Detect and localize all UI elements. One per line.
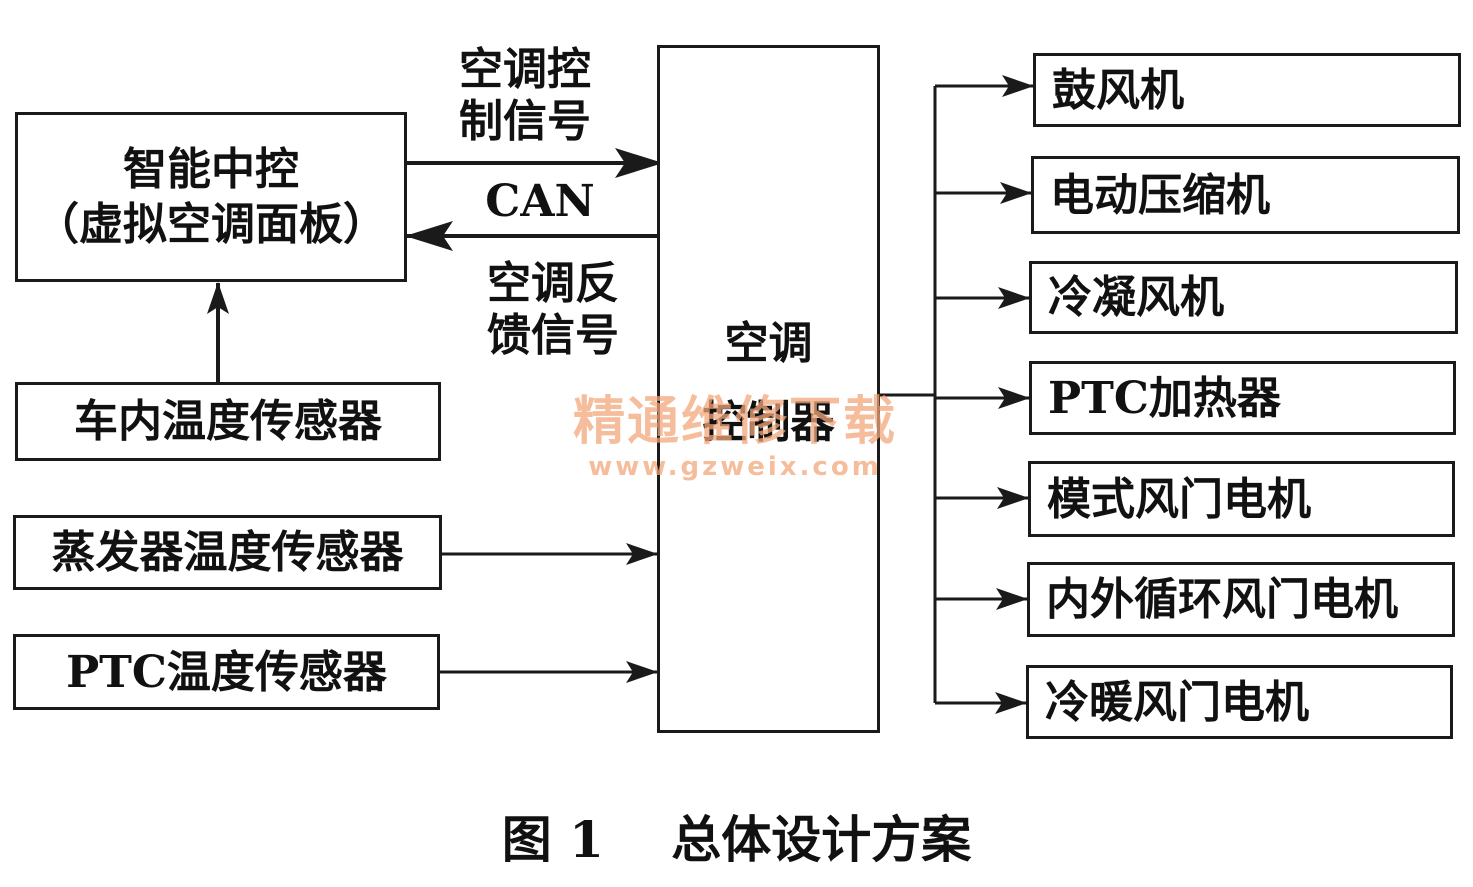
ptc-temp-sensor-box: PTC温度传感器 xyxy=(13,634,440,710)
output-label-blower: 鼓风机 xyxy=(1052,64,1184,116)
feedback-signal-line1: 空调反 xyxy=(487,258,619,309)
hmi-box: 智能中控 （虚拟空调面板） xyxy=(15,112,407,282)
output-box-condenser-fan: 冷凝风机 xyxy=(1029,261,1458,334)
output-box-compressor: 电动压缩机 xyxy=(1031,156,1460,234)
figure-caption: 图 1 总体设计方案 xyxy=(501,810,972,869)
can-label: CAN xyxy=(485,176,595,227)
control-signal-line1: 空调控 xyxy=(459,44,591,95)
controller-line1: 空调 xyxy=(724,318,813,369)
cabin-temp-sensor-box: 车内温度传感器 xyxy=(15,382,441,461)
output-box-mode-damper: 模式风门电机 xyxy=(1028,461,1455,537)
evap-temp-sensor-box: 蒸发器温度传感器 xyxy=(13,515,442,590)
output-box-ptc-heater: PTC加热器 xyxy=(1029,361,1456,435)
output-label-recirc-damper: 内外循环风门电机 xyxy=(1046,574,1398,625)
controller-line2: 控制器 xyxy=(702,397,835,448)
feedback-signal-line2: 馈信号 xyxy=(487,310,619,361)
cabin-temp-sensor-label: 车内温度传感器 xyxy=(74,396,382,447)
hmi-subtitle: （虚拟空调面板） xyxy=(35,199,387,250)
output-box-blower: 鼓风机 xyxy=(1033,53,1461,127)
evap-temp-sensor-label: 蒸发器温度传感器 xyxy=(51,527,404,578)
output-box-temp-damper: 冷暖风门电机 xyxy=(1026,665,1453,739)
hmi-title: 智能中控 xyxy=(123,144,299,195)
output-box-recirc-damper: 内外循环风门电机 xyxy=(1027,562,1455,637)
output-label-temp-damper: 冷暖风门电机 xyxy=(1045,676,1309,728)
control-signal-label: 空调控 制信号 xyxy=(440,48,610,144)
control-signal-line2: 制信号 xyxy=(459,96,591,147)
feedback-signal-label: 空调反 馈信号 xyxy=(468,262,638,358)
output-label-condenser-fan: 冷凝风机 xyxy=(1048,272,1224,323)
ptc-temp-sensor-label: PTC温度传感器 xyxy=(66,646,387,698)
output-label-compressor: 电动压缩机 xyxy=(1050,169,1270,221)
ac-controller-box: 空调 控制器 xyxy=(657,45,880,733)
output-label-ptc-heater: PTC加热器 xyxy=(1048,372,1281,424)
output-label-mode-damper: 模式风门电机 xyxy=(1047,473,1311,525)
